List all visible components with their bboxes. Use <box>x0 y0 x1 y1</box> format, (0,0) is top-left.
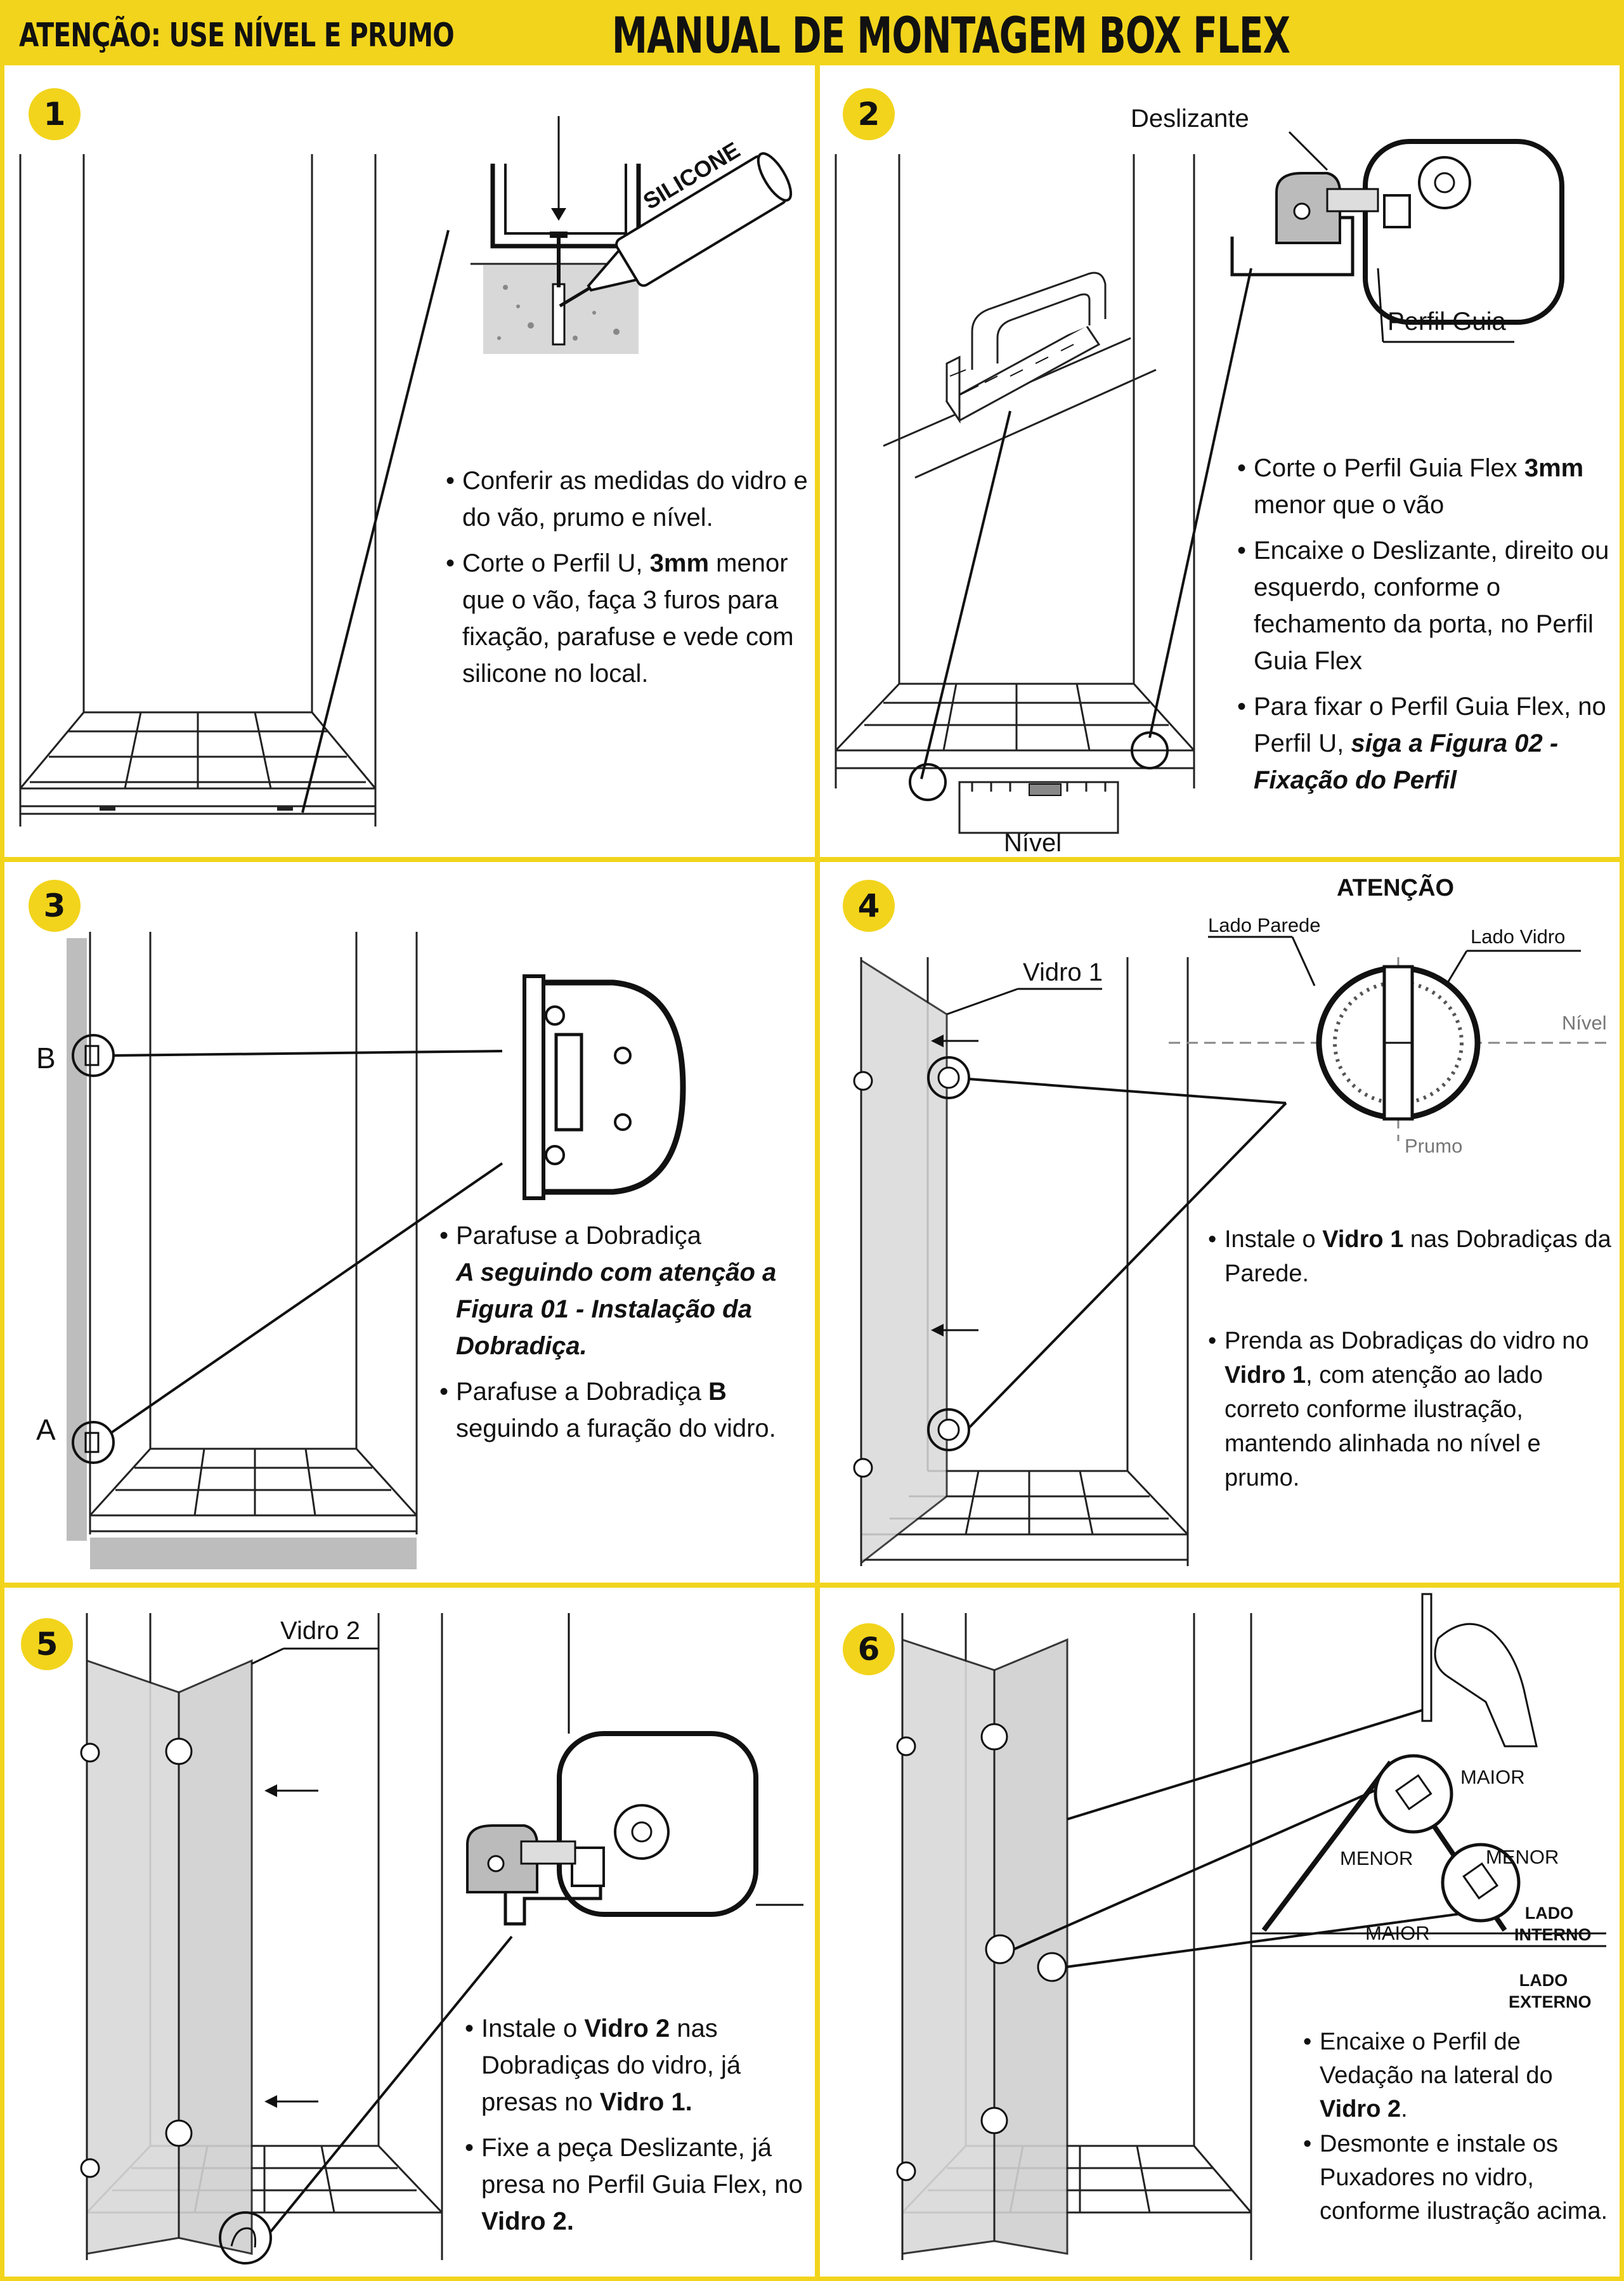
hinge-a-label: A <box>36 1413 56 1446</box>
step-1-panel: 1 <box>0 61 819 861</box>
step-5-panel: 5 <box>0 1583 819 2281</box>
step-1-bullet-2: Corte o Perfil U, 3mm menor que o vão, f… <box>446 545 814 692</box>
nivel-label: Nível <box>1004 829 1062 857</box>
step-3-bullet-2: Parafuse a Dobradiça B seguindo a furaçã… <box>439 1373 814 1447</box>
maior-label-2: MAIOR <box>1365 1922 1430 1944</box>
step-2-number: 2 <box>843 88 895 140</box>
step-6-text: Encaixe o Perfil de Vedação na lateral d… <box>1303 2025 1620 2237</box>
step-2-bullet-3: Para fixar o Perfil Guia Flex, no Perfil… <box>1237 688 1611 799</box>
step-2-bullet-1: Corte o Perfil Guia Flex 3mm menor que o… <box>1237 450 1611 523</box>
step-4-number: 4 <box>843 880 895 932</box>
hinge-b-label: B <box>36 1042 56 1075</box>
step-1-illustration <box>19 116 793 827</box>
step-3-illustration <box>67 932 686 1569</box>
step-2-bullet-2: Encaixe o Deslizante, direito ou esquerd… <box>1237 532 1611 679</box>
step-4-bullet-1: Instale o Vidro 1 nas Dobradiças da Pare… <box>1208 1222 1614 1291</box>
step-1-bullet-1: Conferir as medidas do vidro e do vão, p… <box>446 462 814 536</box>
step-5-bullet-1: Instale o Vidro 2 nas Dobradiças do vidr… <box>465 2010 815 2121</box>
lado-vidro-label: Lado Vidro <box>1471 925 1566 948</box>
step-2-panel: 2 <box>815 61 1624 861</box>
menor-label-2: MENOR <box>1486 1846 1559 1868</box>
header-warning: ATENÇÃO: USE NÍVEL E PRUMO <box>19 16 455 55</box>
step-4-bullet-2: Prenda as Dobradiças do vidro no Vidro 1… <box>1208 1324 1614 1495</box>
step-1-text: Conferir as medidas do vidro e do vão, p… <box>446 462 814 701</box>
step-4-illustration <box>853 936 1613 1566</box>
nivel-axis-label: Nível <box>1562 1012 1607 1034</box>
atencao-label: ATENÇÃO <box>1337 875 1455 901</box>
step-5-text: Instale o Vidro 2 nas Dobradiças do vidr… <box>465 2010 815 2249</box>
step-6-number: 6 <box>843 1623 895 1675</box>
deslizante-label: Deslizante <box>1131 105 1249 133</box>
lado-parede-label: Lado Parede <box>1208 914 1321 936</box>
step-6-bullet-1: Encaixe o Perfil de Vedação na lateral d… <box>1303 2025 1620 2126</box>
step-2-text: Corte o Perfil Guia Flex 3mm menor que o… <box>1237 450 1611 807</box>
step-5-illustration <box>80 1613 803 2265</box>
perfil-guia-label: Perfil Guia <box>1387 308 1506 336</box>
step-3-number: 3 <box>29 880 81 932</box>
step-5-bullet-2: Fixe a peça Deslizante, já presa no Perf… <box>465 2129 815 2240</box>
lado-externo-label: LADO EXTERNO <box>1509 1971 1592 2011</box>
page-header: ATENÇÃO: USE NÍVEL E PRUMO MANUAL DE MON… <box>0 0 1624 122</box>
vidro-2-label: Vidro 2 <box>280 1617 361 1645</box>
menor-label-1: MENOR <box>1340 1847 1413 1869</box>
step-6-bullet-2: Desmonte e instale os Puxadores no vidro… <box>1303 2127 1620 2228</box>
step-3-panel: 3 B <box>0 858 819 1587</box>
step-6-illustration <box>896 1593 1606 2260</box>
step-6-panel: 6 <box>815 1583 1624 2281</box>
step-4-panel: 4 <box>815 858 1624 1587</box>
step-5-number: 5 <box>21 1618 73 1670</box>
prumo-axis-label: Prumo <box>1405 1135 1463 1157</box>
step-2-illustration <box>835 131 1564 834</box>
vidro-1-label: Vidro 1 <box>1023 958 1103 986</box>
step-4-text: Instale o Vidro 1 nas Dobradiças da Pare… <box>1208 1222 1614 1504</box>
maior-label-1: MAIOR <box>1460 1766 1525 1788</box>
lado-interno-label: LADO INTERNO <box>1514 1904 1592 1944</box>
step-1-number: 1 <box>29 88 81 140</box>
